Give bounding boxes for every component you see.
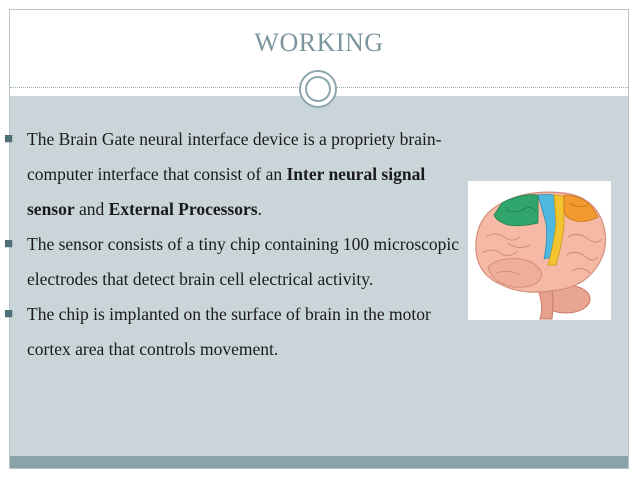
bullet-item: ■ The Brain Gate neural interface device…	[2, 122, 472, 227]
brain-illustration-icon	[475, 191, 607, 320]
double-circle-ornament-icon	[299, 70, 337, 108]
bullet-text-part: .	[257, 199, 262, 219]
bullet-text-bold: External Processors	[108, 199, 258, 219]
square-bullet-icon: ■	[4, 306, 14, 322]
footer-bar	[10, 456, 628, 468]
bullet-text-part: and	[74, 199, 109, 219]
bullet-text-part: The sensor consists of a tiny chip conta…	[27, 234, 460, 289]
brain-illustration	[468, 181, 611, 320]
slide-frame	[9, 9, 629, 469]
bullet-text-part: The Brain Gate neural interface device i…	[27, 129, 442, 184]
square-bullet-icon: ■	[4, 236, 14, 252]
bullet-list: ■ The Brain Gate neural interface device…	[2, 122, 472, 367]
bullet-text-part: The chip is implanted on the surface of …	[27, 304, 431, 359]
bullet-item: ■ The sensor consists of a tiny chip con…	[2, 227, 472, 297]
bullet-text-bold: Inter neural signal sensor	[27, 164, 426, 219]
square-bullet-icon: ■	[4, 131, 14, 147]
slide-title: WORKING	[254, 28, 384, 57]
bullet-item: ■ The chip is implanted on the surface o…	[2, 297, 472, 367]
